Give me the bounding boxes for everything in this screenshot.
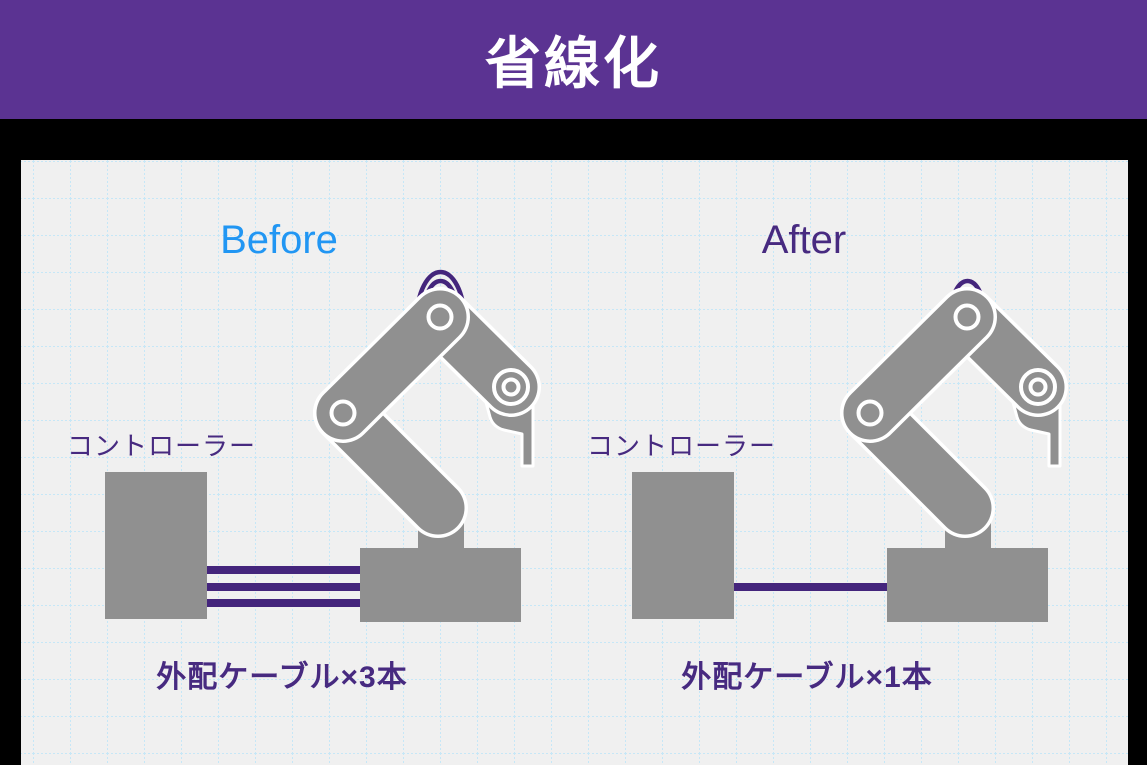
before-controller-label: コントローラー [67, 431, 257, 461]
cable-line [734, 583, 887, 591]
after-label: After [761, 218, 847, 262]
after-external-cables [734, 583, 887, 591]
after-caption: 外配ケーブル×1本 [681, 661, 933, 694]
cable-line [207, 583, 360, 591]
diagram-canvas [21, 160, 1128, 765]
comparison-panel: Before After コントローラー コントローラー 外配ケーブル×3本 外… [21, 160, 1128, 765]
before-diagram [105, 269, 533, 622]
cable-line [207, 566, 360, 574]
after-controller-label: コントローラー [587, 431, 777, 461]
after-diagram [632, 281, 1060, 622]
before-caption: 外配ケーブル×3本 [156, 661, 408, 694]
before-external-cables [207, 566, 360, 607]
before-label: Before [220, 218, 338, 262]
header-banner: 省線化 [0, 0, 1147, 119]
cable-line [207, 599, 360, 607]
page-title: 省線化 [485, 32, 662, 95]
